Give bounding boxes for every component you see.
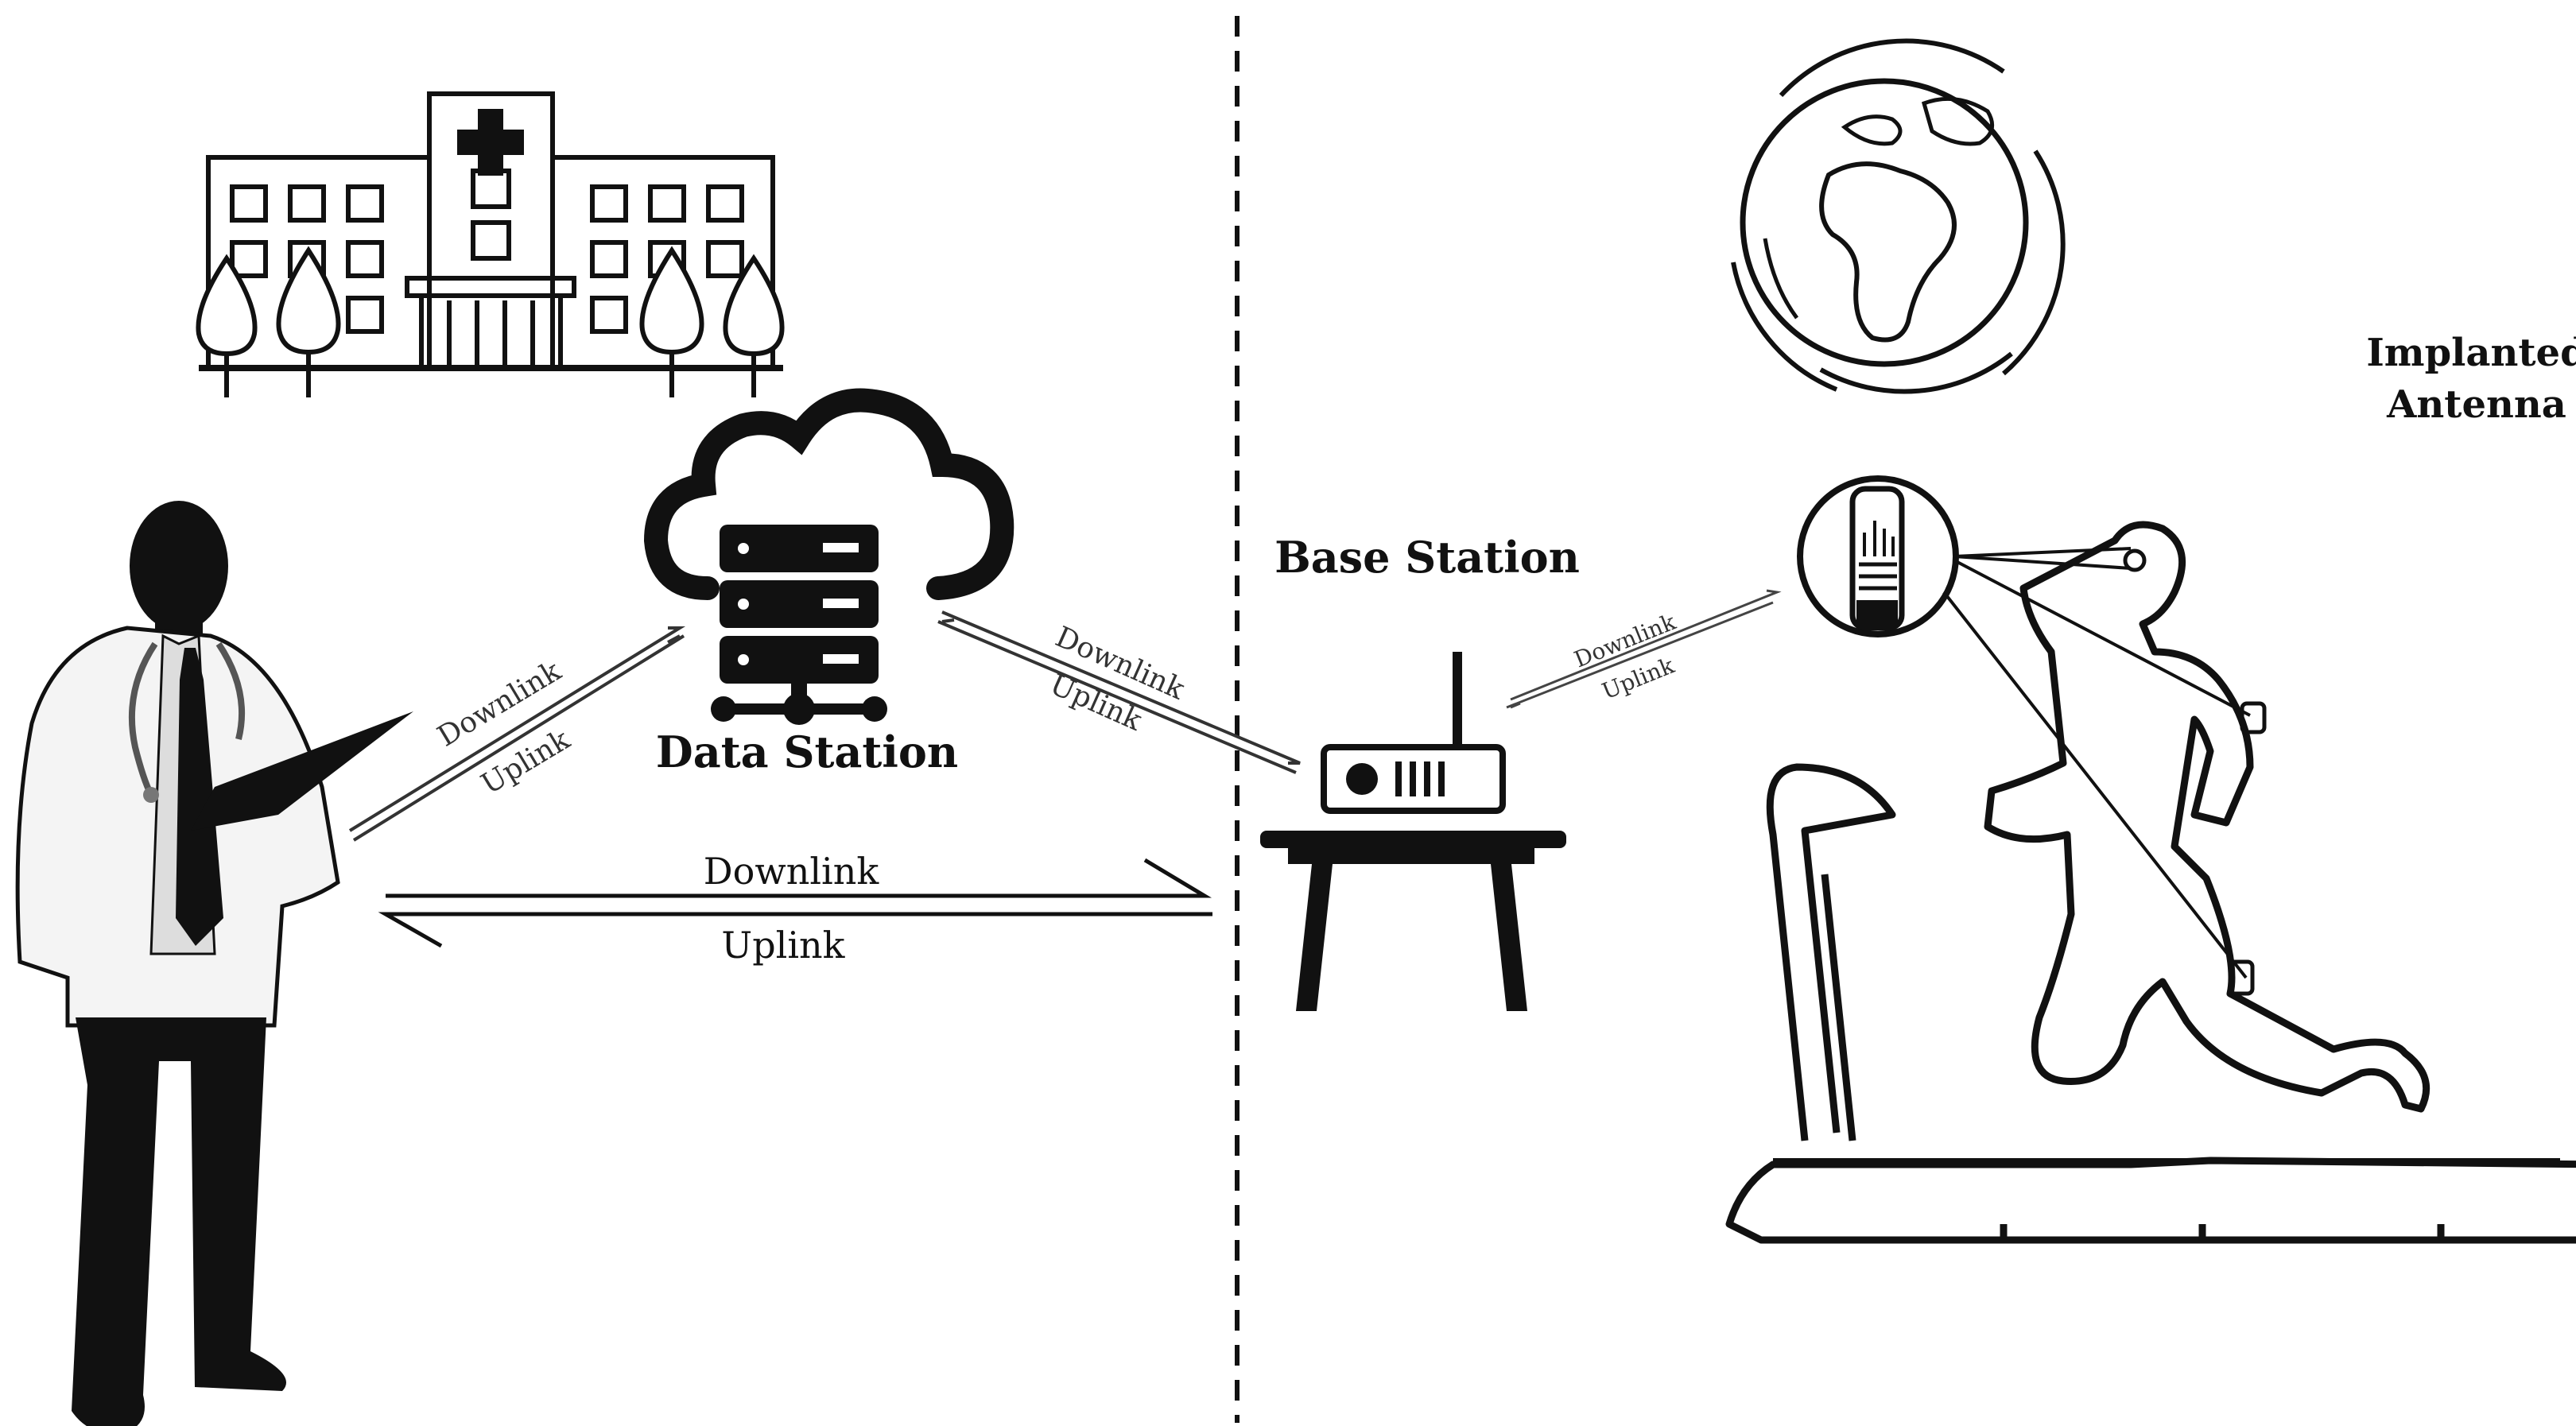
- implanted-antenna-label-line2: Antenna: [2386, 382, 2566, 427]
- globe-icon: [1731, 38, 2066, 394]
- implanted-antenna-label-line1: Implanted: [2366, 331, 2576, 375]
- doctor-icon: [15, 501, 413, 1426]
- hospital-icon: [196, 91, 785, 397]
- router-icon: [1321, 652, 1506, 814]
- runner-on-treadmill-icon: [1725, 475, 2576, 1244]
- data-base-link-arrows: [937, 610, 1301, 774]
- doctor-base-uplink-label: Uplink: [721, 924, 845, 967]
- cloud-server-icon: [643, 388, 1014, 725]
- base-patient-link-arrows: [1506, 589, 1782, 709]
- doctor-base-link-arrows: [378, 858, 1212, 948]
- base-station-label: Base Station: [1274, 532, 1580, 583]
- table-icon: [1260, 831, 1566, 1011]
- doctor-data-link-arrows: [348, 626, 686, 842]
- doctor-base-downlink-label: Downlink: [704, 850, 880, 893]
- data-station-label: Data Station: [656, 727, 958, 777]
